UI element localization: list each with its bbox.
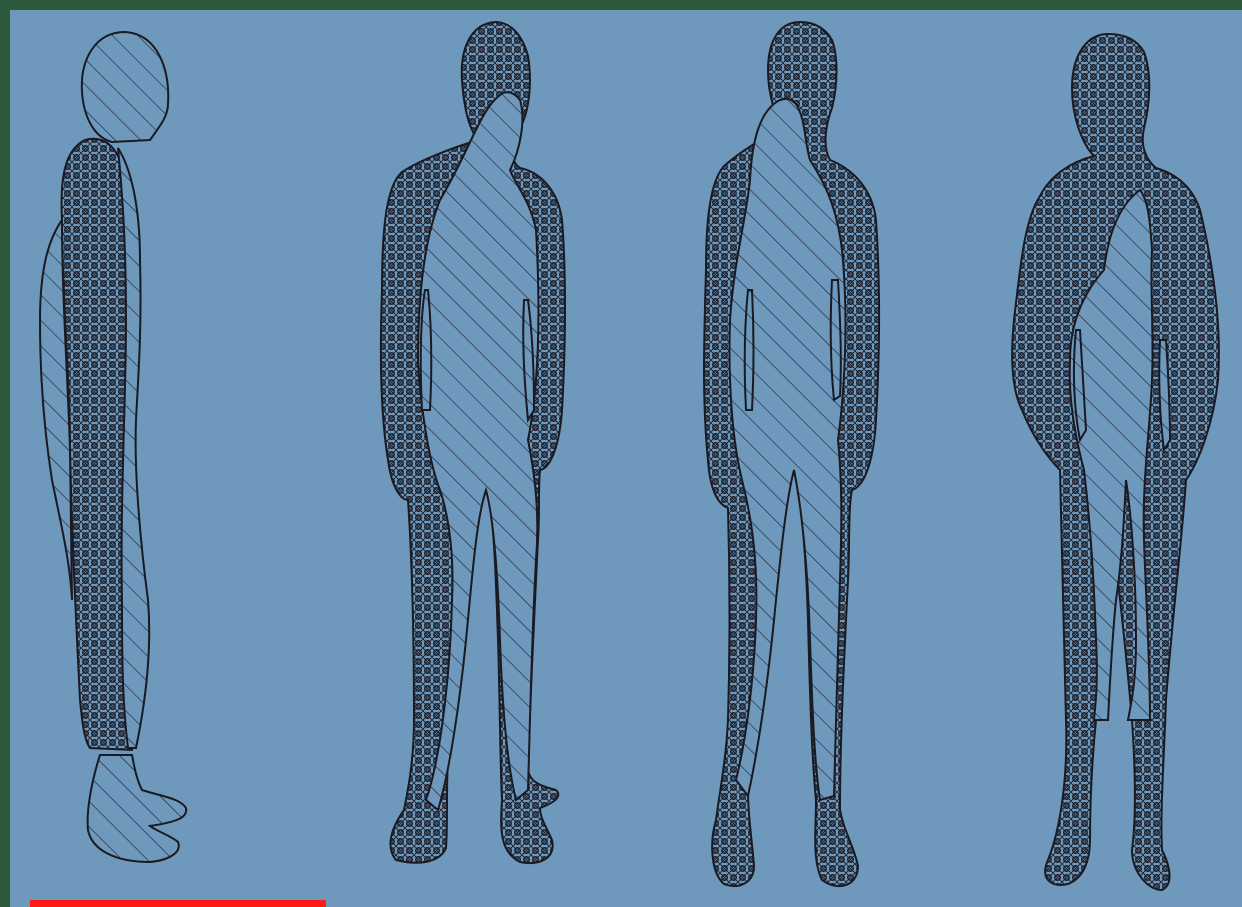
red-accent-bar xyxy=(30,900,326,907)
